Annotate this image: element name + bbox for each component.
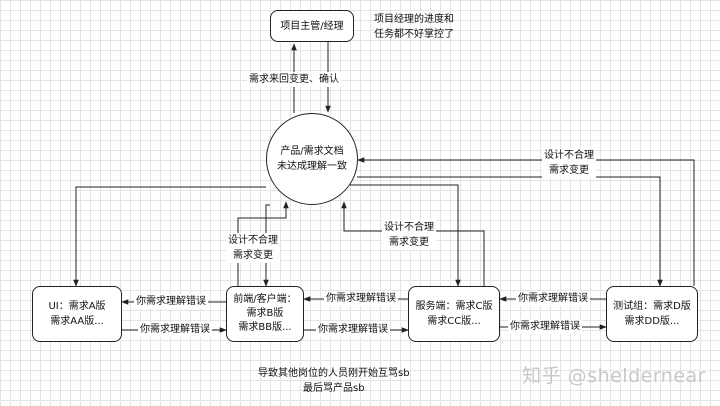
label-server-doc: 设计不合理 需求变更 xyxy=(382,220,436,250)
label-frontend-doc-line-2: 需求变更 xyxy=(233,250,273,261)
label-test-to-server: 你需求理解错误 xyxy=(516,291,590,306)
node-server: 服务端：需求C版 需求CC版... xyxy=(408,286,500,342)
node-server-line-1: 服务端：需求C版 xyxy=(415,301,493,312)
label-test-doc-line-1: 设计不合理 xyxy=(544,150,594,161)
node-test-line-2: 需求DD版... xyxy=(624,316,680,327)
label-frontend-to-server-text: 你需求理解错误 xyxy=(318,324,388,335)
node-ui-line-2: 需求AA版... xyxy=(50,316,104,327)
arrow-doc-to-server xyxy=(350,184,461,287)
node-manager: 项目主管/经理 xyxy=(270,10,354,42)
label-ui-to-frontend-text: 你需求理解错误 xyxy=(140,324,210,335)
node-manager-line-1: 项目主管/经理 xyxy=(280,20,344,32)
node-doc-line-1: 产品/需求文档 xyxy=(280,146,344,157)
label-ui-to-frontend: 你需求理解错误 xyxy=(138,322,212,337)
node-frontend-line-3: 需求BB版... xyxy=(238,322,292,333)
label-server-to-frontend-text: 你需求理解错误 xyxy=(326,293,396,304)
label-manager-note: 项目经理的进度和 任务都不好掌控了 xyxy=(374,12,454,42)
label-manager-note-line-2: 任务都不好掌控了 xyxy=(374,29,454,40)
label-server-doc-line-1: 设计不合理 xyxy=(384,222,434,233)
label-bottom-note: 导致其他岗位的人员刚开始互骂sb 最后骂产品sb xyxy=(258,366,410,396)
label-manager-note-line-1: 项目经理的进度和 xyxy=(374,14,454,25)
label-manager-doc: 需求来回变更、确认 xyxy=(247,72,341,87)
node-ui: UI：需求A版 需求AA版... xyxy=(32,286,122,342)
label-test-to-server-text: 你需求理解错误 xyxy=(518,293,588,304)
node-frontend: 前端/客户端： 需求B版 需求BB版... xyxy=(226,286,304,342)
node-doc: 产品/需求文档 未达成理解一致 xyxy=(266,113,358,205)
label-server-doc-line-2: 需求变更 xyxy=(389,237,429,248)
node-test-line-1: 测试组：需求D版 xyxy=(613,301,691,312)
node-frontend-line-1: 前端/客户端： xyxy=(233,294,297,305)
label-frontend-doc: 设计不合理 需求变更 xyxy=(226,233,280,263)
label-server-to-test: 你需求理解错误 xyxy=(508,319,582,334)
label-frontend-to-server: 你需求理解错误 xyxy=(316,322,390,337)
node-doc-line-2: 未达成理解一致 xyxy=(277,161,347,172)
arrow-test-to-doc xyxy=(357,157,695,286)
label-bottom-note-line-2: 最后骂产品sb xyxy=(303,383,365,394)
arrow-doc-to-ui xyxy=(73,186,266,287)
node-ui-line-1: UI：需求A版 xyxy=(48,301,106,312)
label-manager-doc-text: 需求来回变更、确认 xyxy=(249,74,339,85)
node-test: 测试组：需求D版 需求DD版... xyxy=(606,286,698,342)
label-frontend-doc-line-1: 设计不合理 xyxy=(228,235,278,246)
label-server-to-test-text: 你需求理解错误 xyxy=(510,321,580,332)
node-frontend-line-2: 需求B版 xyxy=(246,308,284,319)
label-frontend-to-ui-text: 你需求理解错误 xyxy=(136,296,206,307)
node-server-line-2: 需求CC版... xyxy=(427,316,481,327)
label-server-to-frontend: 你需求理解错误 xyxy=(324,291,398,306)
watermark: 知乎 @sheldernear xyxy=(522,365,706,387)
label-test-doc-line-2: 需求变更 xyxy=(549,165,589,176)
label-frontend-to-ui: 你需求理解错误 xyxy=(134,294,208,309)
label-test-doc: 设计不合理 需求变更 xyxy=(542,148,596,178)
label-bottom-note-line-1: 导致其他岗位的人员刚开始互骂sb xyxy=(258,368,410,379)
arrow-doc-to-test xyxy=(357,176,663,287)
